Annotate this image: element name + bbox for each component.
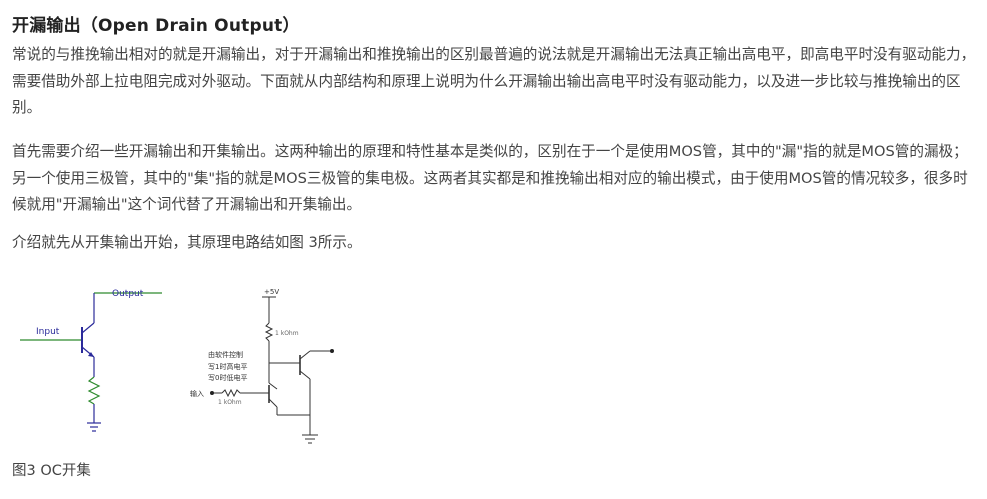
software-controlled-circuit-diagram: +5V 1 kOhm 输入 1 kOhm 由软件控制 写1时高电平 写0时低电平 [190, 288, 334, 444]
input-label: Input [36, 327, 60, 337]
oc-schematic-diagram: Output Input [20, 289, 162, 432]
note-line-3: 写0时低电平 [208, 373, 247, 382]
input-transistor-collector [268, 382, 278, 390]
output-label: Output [112, 289, 144, 299]
figure-caption: 图3 OC开集 [12, 463, 91, 479]
input-label: 输入 [190, 389, 204, 398]
paragraph-1: 常说的与推挽输出相对的就是开漏输出，对于开漏输出和推挽输出的区别最普遍的说法就是… [12, 46, 976, 117]
input-resistor-label: 1 kOhm [218, 399, 242, 406]
input-resistor [221, 388, 241, 398]
paragraph-3: 介绍就先从开集输出开始，其原理电路结如图 3所示。 [12, 234, 362, 251]
transistor-collector [81, 322, 95, 334]
supply-label: +5V [264, 288, 279, 296]
section-heading: 开漏输出（Open Drain Output） [12, 16, 300, 36]
input-transistor-emitter [268, 398, 278, 408]
paragraph-2: 首先需要介绍一些开漏输出和开集输出。这两种输出的原理和特性基本是类似的，区别在于… [12, 143, 968, 214]
pullup-resistor [264, 322, 274, 342]
output-transistor-emitter [299, 370, 311, 380]
pullup-label: 1 kOhm [275, 330, 299, 337]
note-line-1: 由软件控制 [208, 350, 243, 359]
input-terminal [210, 391, 214, 395]
output-terminal [330, 349, 334, 353]
output-transistor-collector [299, 350, 311, 360]
emitter-arrow [88, 352, 94, 357]
emitter-resistor [87, 376, 101, 405]
note-line-2: 写1时高电平 [208, 362, 247, 371]
